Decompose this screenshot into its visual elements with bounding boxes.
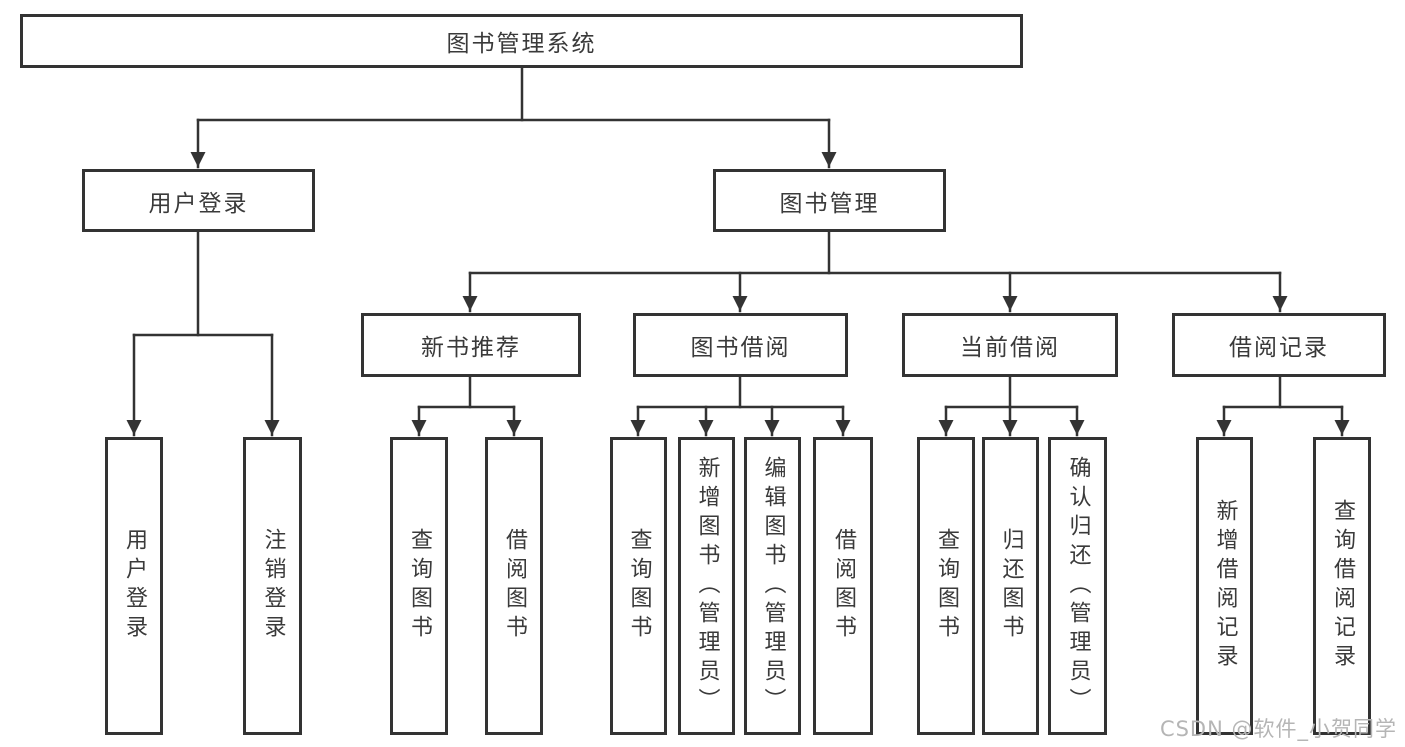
leaf-label: 查询图书 xyxy=(626,528,652,644)
leaf-query-books-2: 查询图书 xyxy=(610,437,667,735)
leaf-label: 借阅图书 xyxy=(831,528,856,644)
leaf-label: 借阅图书 xyxy=(502,528,527,644)
leaf-user-login: 用户登录 xyxy=(105,437,163,735)
leaf-label: 编辑图书（管理员） xyxy=(760,455,786,717)
leaf-logout: 注销登录 xyxy=(243,437,302,735)
leaf-label: 新增借阅记录 xyxy=(1212,499,1238,673)
leaf-label: 用户登录 xyxy=(122,528,147,644)
leaf-label: 归还图书 xyxy=(998,528,1024,644)
leaf-query-books-1: 查询图书 xyxy=(390,437,448,735)
leaf-query-books-3: 查询图书 xyxy=(917,437,975,735)
leaf-borrow-books-2: 借阅图书 xyxy=(813,437,873,735)
leaf-borrow-books-1: 借阅图书 xyxy=(485,437,543,735)
node-current-borrow: 当前借阅 xyxy=(902,313,1118,377)
leaf-edit-books-admin: 编辑图书（管理员） xyxy=(744,437,801,735)
node-new-book-recommend: 新书推荐 xyxy=(361,313,581,377)
node-book-management: 图书管理 xyxy=(713,169,946,232)
leaf-add-borrow-record: 新增借阅记录 xyxy=(1196,437,1253,735)
leaf-label: 查询图书 xyxy=(934,528,959,644)
leaf-return-books: 归还图书 xyxy=(982,437,1039,735)
leaf-query-borrow-record: 查询借阅记录 xyxy=(1313,437,1371,735)
leaf-label: 查询借阅记录 xyxy=(1330,499,1355,673)
node-user-login: 用户登录 xyxy=(82,169,315,232)
leaf-label: 新增图书（管理员） xyxy=(694,455,720,717)
node-borrow-records: 借阅记录 xyxy=(1172,313,1386,377)
leaf-label: 注销登录 xyxy=(260,528,286,644)
node-book-borrow: 图书借阅 xyxy=(633,313,848,377)
node-root: 图书管理系统 xyxy=(20,14,1023,68)
leaf-confirm-return-admin: 确认归还（管理员） xyxy=(1048,437,1107,735)
leaf-add-books-admin: 新增图书（管理员） xyxy=(678,437,735,735)
leaf-label: 查询图书 xyxy=(407,528,432,644)
leaf-label: 确认归还（管理员） xyxy=(1065,455,1091,717)
csdn-watermark: CSDN @软件_小贺同学 xyxy=(1159,717,1397,741)
